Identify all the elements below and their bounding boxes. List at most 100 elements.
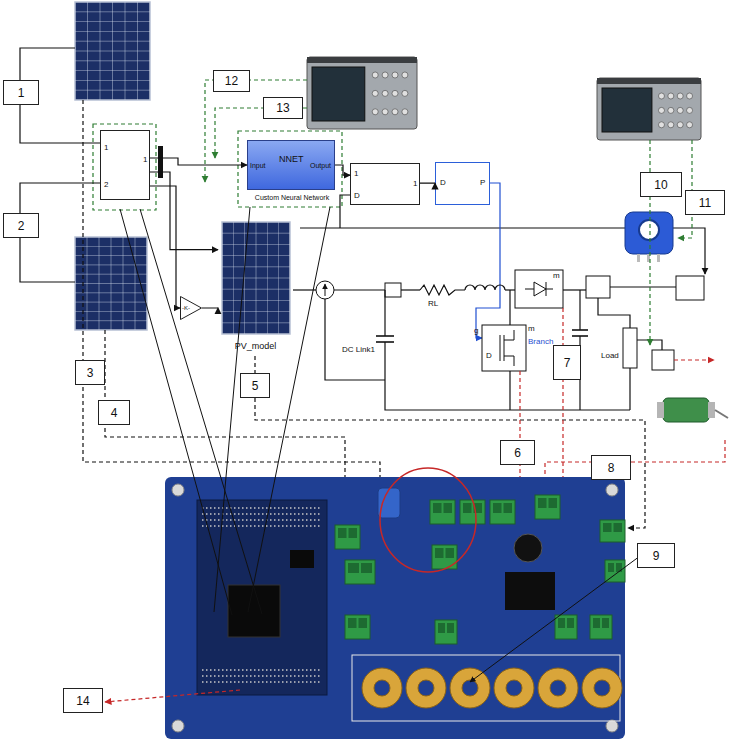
- terminal-screw: [435, 548, 444, 558]
- toroid-core: [506, 680, 522, 696]
- scope-knob: [402, 90, 408, 96]
- simulink-block: 1 2 1: [100, 130, 150, 200]
- block-text: 1: [104, 144, 108, 152]
- solar-panel: [222, 222, 290, 334]
- dashed-frame: [238, 131, 342, 207]
- terminal-screw: [603, 523, 612, 532]
- callout-number: 8: [591, 455, 631, 480]
- scope-knob: [677, 122, 683, 128]
- scope-knob: [677, 93, 683, 99]
- toroid-core: [374, 680, 390, 696]
- resistor-cap: [708, 402, 715, 418]
- scope-knob: [668, 93, 674, 99]
- panel-grid: [222, 255, 290, 256]
- panel-frame: [222, 222, 290, 334]
- block-text: D: [440, 179, 446, 187]
- callout-number: 2: [3, 213, 39, 238]
- terminal-screw: [446, 548, 455, 558]
- terminal-body: [490, 500, 515, 524]
- scope-knob: [677, 107, 683, 113]
- pin-header: [202, 525, 322, 527]
- measurement-block: [586, 276, 610, 298]
- terminal-body: [555, 615, 577, 639]
- callout-number: 5: [240, 373, 270, 398]
- panel-grid: [75, 246, 147, 247]
- terminal-screw: [567, 618, 574, 628]
- terminal-screw: [504, 503, 513, 513]
- panel-grid: [75, 90, 150, 91]
- terminal-block: [590, 615, 612, 639]
- capacitor-symbol: [572, 329, 588, 331]
- block-text: P: [480, 179, 485, 187]
- dashed-leader: [649, 140, 650, 345]
- callout-text: 3: [87, 366, 94, 380]
- pin-header: [202, 675, 322, 677]
- signal-connector: [420, 182, 435, 183]
- callout-number: 4: [98, 400, 130, 425]
- electrolytic-capacitor: [514, 534, 542, 562]
- mosfet-symbol: [504, 356, 514, 366]
- terminal-block: [600, 520, 625, 542]
- callout-text: 14: [76, 694, 89, 708]
- terminal-block: [345, 615, 370, 639]
- power-wire: [401, 289, 420, 290]
- gate-wire: [476, 183, 500, 338]
- panel-grid: [75, 41, 150, 42]
- diode-symbol: [534, 282, 546, 296]
- panel-grid: [222, 244, 290, 245]
- scope-body: [307, 57, 417, 129]
- block-text: NNET: [279, 155, 304, 164]
- resistor-cap: [657, 402, 664, 418]
- scope-knob: [392, 109, 398, 115]
- terminal-block: [605, 560, 625, 582]
- component-label: RL: [428, 300, 438, 308]
- gain-triangle: [181, 297, 202, 320]
- callout-text: 5: [252, 379, 259, 393]
- panel-frame: [75, 2, 150, 100]
- pin-header: [202, 669, 322, 671]
- toroid-core: [594, 680, 610, 696]
- scope-knob: [658, 93, 664, 99]
- diode-block: [515, 270, 563, 308]
- block-text: 1: [143, 156, 147, 164]
- simulink-block: 1D1: [350, 163, 420, 205]
- toroid-inductor: [362, 668, 402, 708]
- block-text: Output: [310, 162, 331, 169]
- panel-grid: [75, 274, 147, 275]
- signal-connector: [150, 186, 180, 308]
- terminal-screw: [558, 618, 565, 628]
- panel-grid: [75, 31, 150, 32]
- ground-wire: [325, 299, 385, 380]
- callout-text: 4: [111, 406, 118, 420]
- scope-top: [307, 57, 417, 63]
- scope-knob: [687, 122, 693, 128]
- panel-frame: [75, 237, 147, 330]
- panel-grid: [75, 320, 147, 321]
- terminal-screw: [433, 503, 442, 513]
- scope-knob: [687, 93, 693, 99]
- toroid-inductor: [538, 668, 578, 708]
- terminal-screw: [614, 523, 623, 532]
- panel-grid: [75, 80, 150, 81]
- terminal-body: [430, 500, 455, 524]
- power-wire: [563, 289, 586, 290]
- scope-knob: [372, 109, 378, 115]
- toroid-inductor: [450, 668, 490, 708]
- panel-grid: [75, 302, 147, 303]
- dashed-leader: [83, 100, 380, 492]
- leader-line: [140, 209, 262, 614]
- terminal-block: [335, 525, 360, 549]
- terminal-block: [535, 495, 560, 519]
- panel-grid: [222, 311, 290, 312]
- callout-number: 14: [63, 688, 103, 713]
- scope-knob: [382, 72, 388, 78]
- callout-number: 10: [640, 172, 682, 197]
- mosfet-block: [482, 325, 526, 371]
- resistor-lead: [715, 410, 728, 418]
- block-text: 2: [104, 181, 108, 189]
- toroid-core: [550, 680, 566, 696]
- simulink-block: PV_model: [218, 222, 293, 354]
- mounting-hole: [606, 720, 618, 732]
- callout-number: 9: [637, 543, 675, 568]
